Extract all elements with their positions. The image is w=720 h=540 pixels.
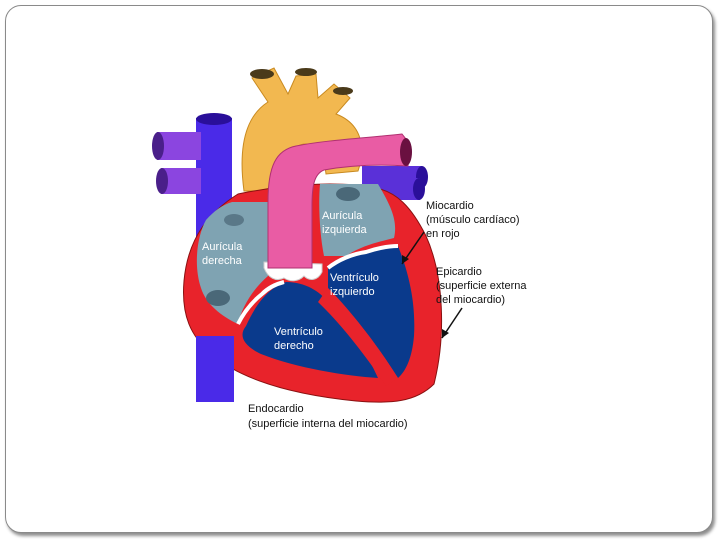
pulmonary-artery-opening [400,138,412,166]
right-ventricle [242,282,378,378]
right-atrium-shading [206,290,230,306]
aorta-branch-opening-2 [295,68,317,76]
interventricular-septum [318,288,398,386]
tricuspid-valve [236,280,285,325]
left-atrium [319,184,396,256]
label-epicardio: Epicardio (superficie externa del miocar… [436,266,530,306]
aorta-branch-opening-1 [250,69,274,79]
miocardio-arrowhead [402,255,409,264]
superior-vena-cava-opening [196,113,232,125]
heart-diagram: Aurícula derecha Aurícula izquierda Vent… [152,67,530,430]
slide-frame: Aurícula derecha Aurícula izquierda Vent… [5,5,713,533]
aorta-branch-opening-3 [333,87,353,95]
label-auricula-izquierda: Aurícula izquierda [322,210,368,236]
right-atrium-shading-upper [224,214,244,226]
epicardio-arrowhead [442,329,449,338]
label-ventriculo-derecho: Ventrículo derecho [274,326,326,352]
pulmonary-vein-lower-left-opening [156,168,168,194]
label-ventriculo-izquierdo: Ventrículo izquierdo [330,272,382,298]
mitral-valve [326,244,399,270]
pulmonary-vein-lower-right-opening [413,178,425,200]
label-miocardio: Miocardio (músculo cardíaco) en rojo [426,200,523,240]
inferior-vena-cava-curve [196,336,234,356]
left-atrium-shading [336,187,360,201]
label-auricula-derecha: Aurícula derecha [202,241,245,267]
pulmonary-vein-upper-left-opening [152,132,164,160]
pulmonary-vein-upper-left [157,132,201,160]
label-endocardio: Endocardio (superficie interna del mioca… [248,403,408,430]
left-ventricle [328,246,415,378]
